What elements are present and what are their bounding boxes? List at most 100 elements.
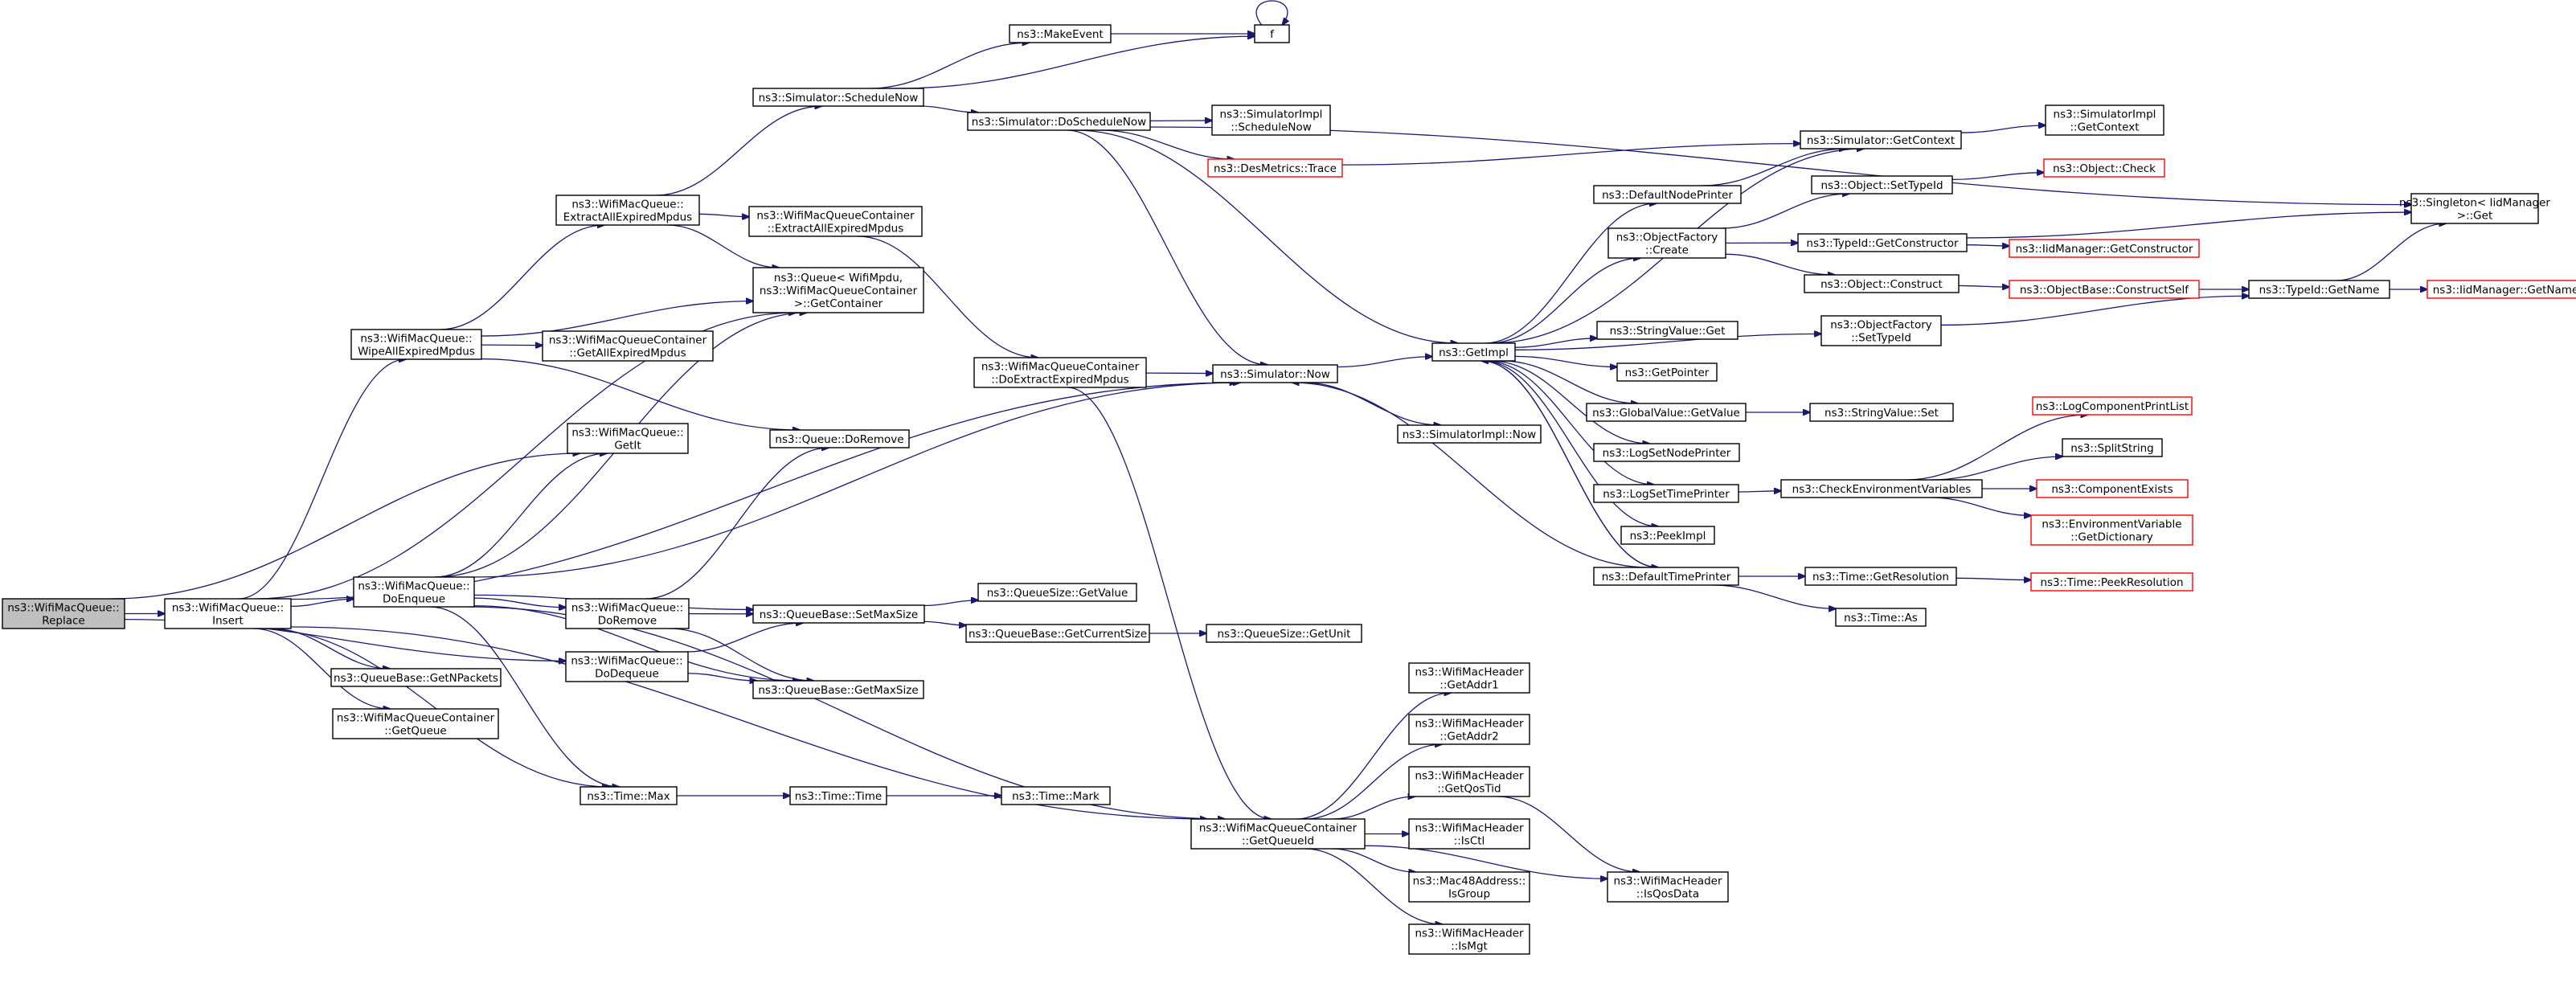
node-checkEnvVars[interactable]: ns3::CheckEnvironmentVariables xyxy=(1780,479,1983,498)
node-insert[interactable]: ns3::WifiMacQueue::Insert xyxy=(164,598,292,629)
node-timePeekResolution[interactable]: ns3::Time::PeekResolution xyxy=(2030,572,2193,592)
node-doDequeue[interactable]: ns3::WifiMacQueue::DoDequeue xyxy=(565,651,689,682)
node-label: ns3::QueueBase::GetNPackets xyxy=(334,672,498,685)
node-getAddr1[interactable]: ns3::WifiMacHeader::GetAddr1 xyxy=(1408,662,1530,694)
node-label: ns3::WifiMacHeader xyxy=(1613,875,1722,888)
node-box xyxy=(164,598,292,629)
node-logComponentPrintList[interactable]: ns3::LogComponentPrintList xyxy=(2032,396,2193,416)
node-queueDoRemove[interactable]: ns3::Queue::DoRemove xyxy=(769,429,910,448)
edge-insert-to-getQueueId xyxy=(290,626,1207,819)
node-timeAs[interactable]: ns3::Time::As xyxy=(1835,608,1927,627)
node-objectCheck[interactable]: ns3::Object::Check xyxy=(2043,158,2165,178)
node-box xyxy=(350,329,482,360)
node-getPointer[interactable]: ns3::GetPointer xyxy=(1616,362,1718,382)
node-logSetNodePrinter[interactable]: ns3::LogSetNodePrinter xyxy=(1593,443,1740,462)
node-label: ns3::Mac48Address:: xyxy=(1413,875,1526,888)
node-doScheduleNow[interactable]: ns3::Simulator::DoScheduleNow xyxy=(967,112,1151,131)
node-peekImpl[interactable]: ns3::PeekImpl xyxy=(1620,526,1715,545)
edge-simulatorNow-to-getImpl xyxy=(1337,357,1432,368)
node-getQueueId[interactable]: ns3::WifiMacQueueContainer::GetQueueId xyxy=(1190,818,1366,850)
node-objectSetTypeId[interactable]: ns3::Object::SetTypeId xyxy=(1811,175,1953,195)
node-replace[interactable]: ns3::WifiMacQueue::Replace xyxy=(2,598,125,629)
node-box xyxy=(2248,280,2390,299)
edge-getQosTid-to-isQosData xyxy=(1497,796,1640,872)
node-simImplGetContext[interactable]: ns3::SimulatorImpl::GetContext xyxy=(2045,104,2164,136)
node-box xyxy=(2030,514,2193,546)
node-desMetricsTrace[interactable]: ns3::DesMetrics::Trace xyxy=(1207,158,1343,178)
node-label: ::IsCtl xyxy=(1454,835,1485,848)
node-componentExists[interactable]: ns3::ComponentExists xyxy=(2036,479,2189,498)
node-label: ns3::Object::Check xyxy=(2053,162,2156,175)
node-label: ns3::WifiMacQueue:: xyxy=(571,199,683,211)
node-simImplNow[interactable]: ns3::SimulatorImpl::Now xyxy=(1397,424,1542,444)
node-objectFactorySetTypeId[interactable]: ns3::ObjectFactory::SetTypeId xyxy=(1820,315,1942,346)
node-label: ns3::WifiMacQueue:: xyxy=(571,655,682,668)
node-f[interactable]: f xyxy=(1254,24,1290,43)
node-scheduleNow[interactable]: ns3::Simulator::ScheduleNow xyxy=(752,88,924,107)
node-label: >::GetContainer xyxy=(794,297,883,310)
node-label: ns3::Singleton< IidManager xyxy=(2399,197,2550,210)
node-typeIdGetName[interactable]: ns3::TypeId::GetName xyxy=(2248,280,2390,299)
node-makeEvent[interactable]: ns3::MakeEvent xyxy=(1009,24,1112,43)
node-timeMax[interactable]: ns3::Time::Max xyxy=(579,786,678,805)
node-getNPackets[interactable]: ns3::QueueBase::GetNPackets xyxy=(330,668,502,687)
node-typeIdGetConstructor[interactable]: ns3::TypeId::GetConstructor xyxy=(1797,233,1968,252)
node-box xyxy=(565,598,690,629)
edge-getImpl-to-globalValueGetValue xyxy=(1501,360,1638,403)
node-simGetContext[interactable]: ns3::Simulator::GetContext xyxy=(1800,130,1962,149)
node-queueSizeGetValue[interactable]: ns3::QueueSize::GetValue xyxy=(977,583,1137,602)
node-iidGetName[interactable]: ns3::IidManager::GetName xyxy=(2427,280,2576,299)
node-globalValueGetValue[interactable]: ns3::GlobalValue::GetValue xyxy=(1586,403,1747,422)
node-extract[interactable]: ns3::WifiMacQueue::ExtractAllExpiredMpdu… xyxy=(555,195,700,226)
node-envVarGetDictionary[interactable]: ns3::EnvironmentVariable::GetDictionary xyxy=(2030,514,2193,546)
node-contExtract[interactable]: ns3::WifiMacQueueContainer::ExtractAllEx… xyxy=(748,206,923,237)
node-stringValueGet[interactable]: ns3::StringValue::Get xyxy=(1596,321,1738,340)
node-label: ns3::WifiMacQueue:: xyxy=(571,427,683,440)
node-logSetTimePrinter[interactable]: ns3::LogSetTimePrinter xyxy=(1593,484,1739,503)
node-isQosData[interactable]: ns3::WifiMacHeader::IsQosData xyxy=(1607,871,1729,903)
node-label: f xyxy=(1270,28,1275,41)
node-getAllExpired[interactable]: ns3::WifiMacQueueContainer::GetAllExpire… xyxy=(542,330,714,362)
node-getAddr2[interactable]: ns3::WifiMacHeader::GetAddr2 xyxy=(1408,714,1530,745)
node-box xyxy=(752,267,924,313)
node-getContainer[interactable]: ns3::Queue< WifiMpdu,ns3::WifiMacQueueCo… xyxy=(752,267,924,313)
node-queueSizeGetUnit[interactable]: ns3::QueueSize::GetUnit xyxy=(1206,624,1362,643)
node-simulatorNow[interactable]: ns3::Simulator::Now xyxy=(1212,364,1338,383)
node-getMaxSize[interactable]: ns3::QueueBase::GetMaxSize xyxy=(752,680,924,699)
node-label: ns3::Queue::DoRemove xyxy=(775,433,903,446)
node-box xyxy=(965,624,1150,643)
node-isMgt[interactable]: ns3::WifiMacHeader::IsMgt xyxy=(1408,923,1530,955)
node-defaultTimePrinter[interactable]: ns3::DefaultTimePrinter xyxy=(1593,567,1739,586)
node-isCtl[interactable]: ns3::WifiMacHeader::IsCtl xyxy=(1408,818,1530,850)
node-simImplScheduleNow[interactable]: ns3::SimulatorImpl::ScheduleNow xyxy=(1211,104,1331,136)
node-setMaxSize[interactable]: ns3::QueueBase::SetMaxSize xyxy=(752,604,925,624)
node-isGroup[interactable]: ns3::Mac48Address::IsGroup xyxy=(1408,871,1530,903)
node-getQueue[interactable]: ns3::WifiMacQueueContainer::GetQueue xyxy=(332,708,499,739)
node-box xyxy=(1616,362,1718,382)
node-objectConstruct[interactable]: ns3::Object::Construct xyxy=(1804,274,1960,293)
node-label: ns3::WifiMacQueueContainer xyxy=(981,361,1140,374)
node-wipe[interactable]: ns3::WifiMacQueue::WipeAllExpiredMpdus xyxy=(350,329,482,360)
node-getQosTid[interactable]: ns3::WifiMacHeader::GetQosTid xyxy=(1408,766,1530,797)
node-timeGetResolution[interactable]: ns3::Time::GetResolution xyxy=(1804,567,1957,586)
node-label: ns3::IidManager::GetConstructor xyxy=(2016,243,2193,256)
node-iidGetConstructor[interactable]: ns3::IidManager::GetConstructor xyxy=(2009,239,2200,258)
edge-wipe-to-getAllExpired xyxy=(481,345,543,346)
node-getIt[interactable]: ns3::WifiMacQueue::GetIt xyxy=(567,423,689,454)
node-objectBaseConstructSelf[interactable]: ns3::ObjectBase::ConstructSelf xyxy=(2009,280,2200,299)
edge-doDequeue-to-setMaxSize xyxy=(686,623,803,653)
node-doRemove[interactable]: ns3::WifiMacQueue::DoRemove xyxy=(565,598,690,629)
node-splitString[interactable]: ns3::SplitString xyxy=(2062,438,2163,457)
node-doEnqueue[interactable]: ns3::WifiMacQueue::DoEnqueue xyxy=(353,576,475,608)
node-box xyxy=(1593,443,1740,462)
node-objectFactoryCreate[interactable]: ns3::ObjectFactory::Create xyxy=(1607,227,1726,259)
node-singletonGet[interactable]: ns3::Singleton< IidManager>::Get xyxy=(2399,193,2550,224)
node-stringValueSet[interactable]: ns3::StringValue::Set xyxy=(1809,403,1954,422)
node-getImpl[interactable]: ns3::GetImpl xyxy=(1431,342,1516,362)
node-timeMark[interactable]: ns3::Time::Mark xyxy=(1001,786,1111,805)
node-defaultNodePrinter[interactable]: ns3::DefaultNodePrinter xyxy=(1593,185,1742,204)
edge-logSetTimePrinter-to-checkEnvVars xyxy=(1738,491,1781,492)
node-contDoExtract[interactable]: ns3::WifiMacQueueContainer::DoExtractExp… xyxy=(973,357,1147,388)
node-getCurrentSize[interactable]: ns3::QueueBase::GetCurrentSize xyxy=(965,624,1150,643)
node-timeTime[interactable]: ns3::Time::Time xyxy=(789,786,887,805)
